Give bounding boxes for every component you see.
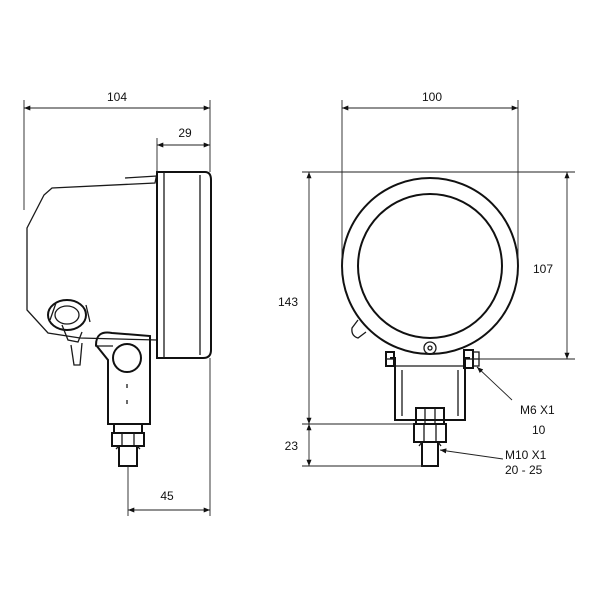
dim-label-23: 23 [285, 439, 299, 453]
dim-label-100: 100 [422, 90, 442, 104]
dimension-107: 107 [430, 171, 575, 360]
dimension-23: 23 [285, 424, 430, 467]
mounting-stud-side [111, 423, 145, 467]
callout-m10-torque: 20 - 25 [505, 463, 543, 477]
dimension-143: 143 [278, 171, 430, 425]
dimension-45: 45 [127, 358, 211, 516]
cable-gland [47, 299, 91, 366]
mounting-bracket-front [390, 357, 470, 421]
callout-m6: M6 X1 10 [476, 366, 555, 437]
lamp-housing-front [341, 177, 519, 355]
callout-m6-size: M6 X1 [520, 403, 555, 417]
callout-m10-size: M10 X1 [505, 448, 547, 462]
side-bolt-left [385, 351, 395, 367]
dim-label-29: 29 [178, 126, 192, 140]
dim-label-104: 104 [107, 90, 127, 104]
dimension-104: 104 [23, 90, 211, 210]
dim-label-107: 107 [533, 262, 553, 276]
mounting-stud-front [413, 407, 447, 467]
dimension-100: 100 [341, 90, 519, 270]
front-view: 100 143 23 107 M6 X1 10 [278, 90, 575, 477]
lamp-housing-side [26, 171, 212, 359]
mounting-bracket-side [94, 331, 151, 425]
side-view: 104 29 45 [23, 90, 212, 516]
dim-label-143: 143 [278, 295, 298, 309]
dim-label-45: 45 [160, 489, 174, 503]
dimension-29: 29 [156, 126, 210, 172]
callout-m6-torque: 10 [532, 423, 546, 437]
callout-m10: M10 X1 20 - 25 [439, 448, 547, 477]
